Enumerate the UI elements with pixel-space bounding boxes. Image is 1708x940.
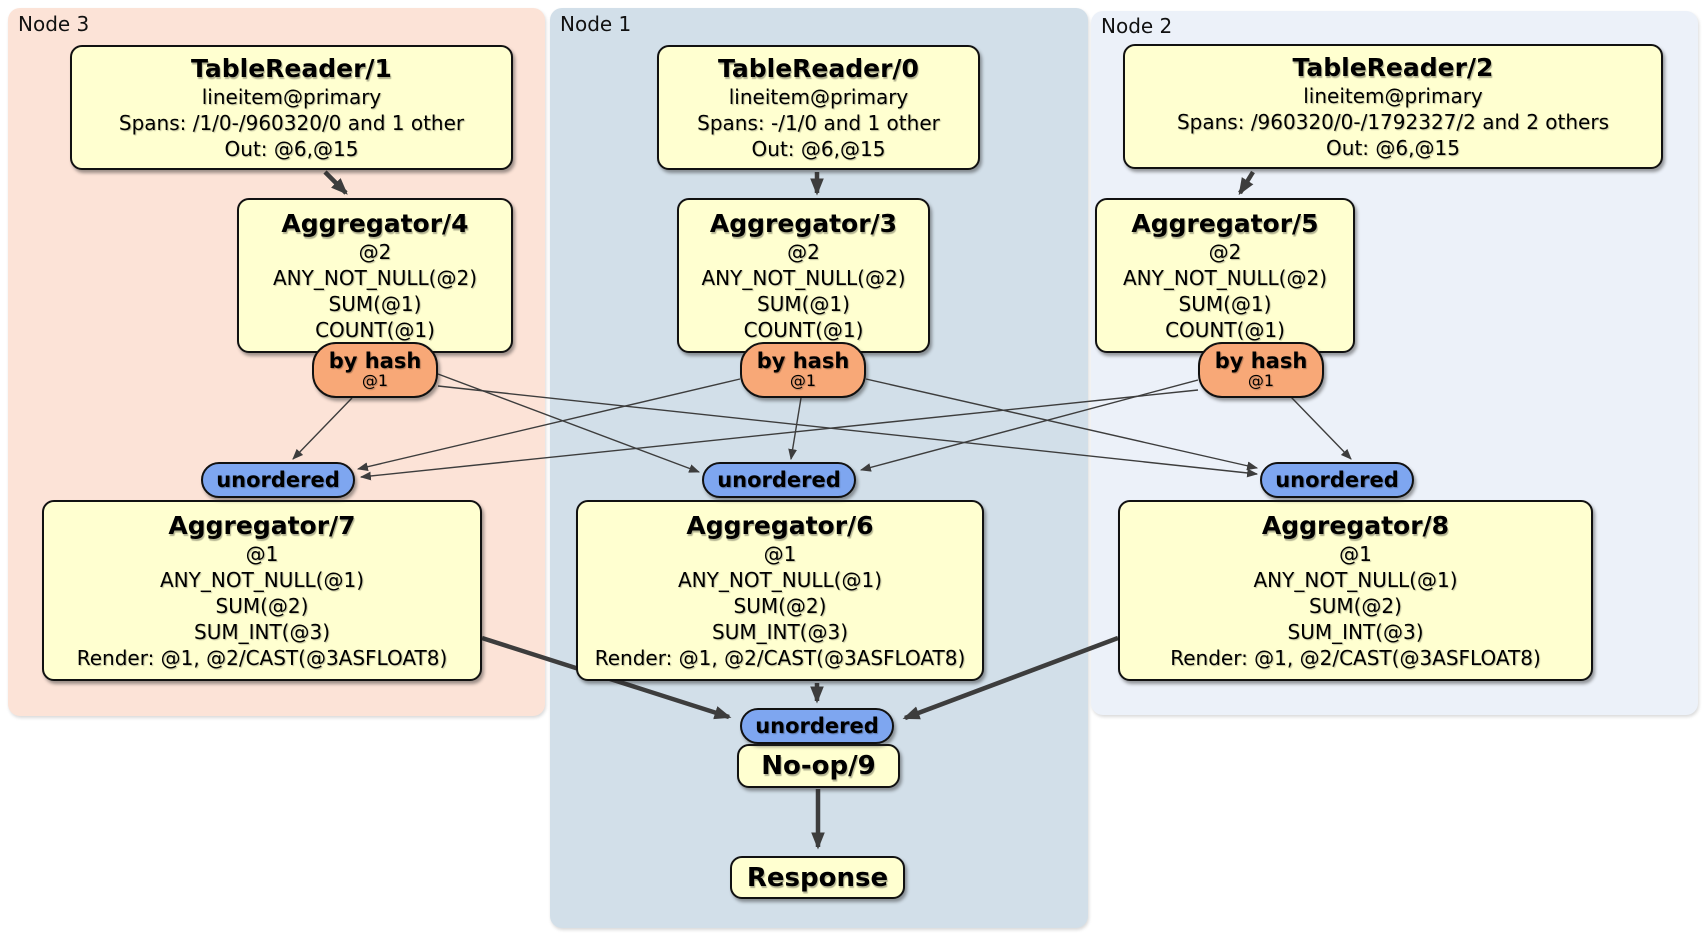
edge-hash3-unordered7 bbox=[356, 378, 741, 472]
processor-detail: SUM_INT(@3) bbox=[194, 619, 330, 644]
router-detail: @1 bbox=[789, 371, 817, 390]
edge-tablereader2-aggregator5 bbox=[1238, 170, 1255, 196]
processor-detail: ANY_NOT_NULL(@2) bbox=[1123, 265, 1327, 290]
edge-hash3-unordered6 bbox=[788, 397, 802, 461]
processor-detail: @1 bbox=[245, 541, 279, 566]
region-label-node-1: Node 1 bbox=[560, 12, 632, 36]
processor-title: Aggregator/3 bbox=[709, 208, 898, 238]
router-by-hash-3: by hash @1 bbox=[740, 342, 866, 398]
sync-label: unordered bbox=[216, 468, 340, 492]
sync-label: unordered bbox=[717, 468, 841, 492]
processor-detail: lineitem@primary bbox=[1303, 83, 1483, 108]
sync-unordered-8: unordered bbox=[1260, 462, 1414, 498]
sync-unordered-6: unordered bbox=[702, 462, 856, 498]
processor-title: Aggregator/7 bbox=[168, 510, 356, 540]
processor-detail: ANY_NOT_NULL(@1) bbox=[678, 567, 882, 592]
processor-detail: lineitem@primary bbox=[728, 84, 909, 109]
processor-detail: Render: @1, @2/CAST(@3ASFLOAT8) bbox=[76, 645, 448, 670]
processor-detail: SUM(@1) bbox=[1178, 291, 1272, 316]
processor-detail: Render: @1, @2/CAST(@3ASFLOAT8) bbox=[594, 645, 966, 670]
processor-title: Aggregator/8 bbox=[1261, 510, 1450, 540]
processor-detail: ANY_NOT_NULL(@1) bbox=[1253, 567, 1458, 592]
processor-detail: Spans: -/1/0 and 1 other bbox=[697, 110, 940, 135]
router-by-hash-4: by hash @1 bbox=[312, 342, 438, 398]
processor-detail: @2 bbox=[358, 239, 392, 264]
processor-detail: @1 bbox=[1339, 541, 1372, 566]
processor-title: Aggregator/4 bbox=[281, 208, 469, 238]
processor-title: Aggregator/5 bbox=[1131, 208, 1319, 238]
processor-detail: Spans: /1/0-/960320/0 and 1 other bbox=[118, 110, 465, 135]
processor-title: TableReader/1 bbox=[191, 53, 392, 83]
processor-title: Aggregator/6 bbox=[686, 510, 874, 540]
processor-title: No-op/9 bbox=[761, 751, 876, 781]
processor-aggregator-7: Aggregator/7 @1 ANY_NOT_NULL(@1) SUM(@2)… bbox=[42, 500, 482, 681]
edge-hash4-unordered7 bbox=[292, 397, 353, 460]
edge-hash3-unordered8 bbox=[865, 378, 1259, 471]
router-by-hash-5: by hash @1 bbox=[1198, 342, 1324, 398]
processor-tablereader-1: TableReader/1 lineitem@primary Spans: /1… bbox=[70, 45, 513, 170]
processor-detail: SUM(@2) bbox=[1309, 593, 1402, 618]
processor-tablereader-2: TableReader/2 lineitem@primary Spans: /9… bbox=[1123, 44, 1663, 169]
processor-detail: ANY_NOT_NULL(@2) bbox=[701, 265, 906, 290]
processor-detail: Out: @6,@15 bbox=[1326, 135, 1460, 160]
edge-hash5-unordered6 bbox=[859, 379, 1199, 472]
processor-detail: COUNT(@1) bbox=[743, 317, 864, 342]
sync-label: unordered bbox=[755, 714, 879, 738]
edge-aggregator8-final-unordered bbox=[902, 635, 1119, 721]
router-label: by hash bbox=[756, 349, 850, 373]
processor-title: TableReader/0 bbox=[718, 53, 919, 83]
router-detail: @1 bbox=[361, 371, 389, 390]
processor-detail: SUM_INT(@3) bbox=[712, 619, 848, 644]
processor-detail: ANY_NOT_NULL(@1) bbox=[160, 567, 364, 592]
processor-detail: Out: @6,@15 bbox=[751, 136, 886, 161]
processor-detail: lineitem@primary bbox=[201, 84, 382, 109]
processor-detail: COUNT(@1) bbox=[315, 317, 435, 342]
processor-detail: SUM(@1) bbox=[328, 291, 422, 316]
processor-detail: Spans: /960320/0-/1792327/2 and 2 others bbox=[1176, 109, 1609, 134]
router-label: by hash bbox=[328, 349, 422, 373]
edge-hash5-unordered8 bbox=[1290, 396, 1352, 460]
processor-detail: SUM(@2) bbox=[215, 593, 309, 618]
processor-detail: Out: @6,@15 bbox=[224, 136, 359, 161]
processor-detail: COUNT(@1) bbox=[1165, 317, 1285, 342]
processor-detail: SUM_INT(@3) bbox=[1287, 619, 1424, 644]
processor-tablereader-0: TableReader/0 lineitem@primary Spans: -/… bbox=[657, 45, 980, 170]
processor-aggregator-6: Aggregator/6 @1 ANY_NOT_NULL(@1) SUM(@2)… bbox=[576, 500, 984, 681]
region-label-node-3: Node 3 bbox=[18, 12, 90, 36]
router-label: by hash bbox=[1214, 349, 1308, 373]
processor-aggregator-8: Aggregator/8 @1 ANY_NOT_NULL(@1) SUM(@2)… bbox=[1118, 500, 1593, 681]
sync-label: unordered bbox=[1275, 468, 1399, 492]
processor-detail: @2 bbox=[1208, 239, 1242, 264]
region-label-node-2: Node 2 bbox=[1101, 14, 1173, 38]
processor-detail: SUM(@2) bbox=[733, 593, 827, 618]
processor-detail: @1 bbox=[763, 541, 797, 566]
sync-unordered-7: unordered bbox=[201, 462, 355, 498]
processor-detail: ANY_NOT_NULL(@2) bbox=[273, 265, 477, 290]
processor-aggregator-3: Aggregator/3 @2 ANY_NOT_NULL(@2) SUM(@1)… bbox=[677, 198, 930, 353]
processor-noop-9: No-op/9 bbox=[737, 744, 900, 788]
processor-detail: SUM(@1) bbox=[757, 291, 850, 316]
processor-detail: @2 bbox=[787, 239, 820, 264]
processor-detail: Render: @1, @2/CAST(@3ASFLOAT8) bbox=[1170, 645, 1541, 670]
edge-tablereader1-aggregator4 bbox=[323, 170, 348, 195]
processor-title: TableReader/2 bbox=[1292, 52, 1494, 82]
processor-response: Response bbox=[730, 856, 905, 899]
sync-unordered-final: unordered bbox=[740, 708, 894, 744]
processor-aggregator-5: Aggregator/5 @2 ANY_NOT_NULL(@2) SUM(@1)… bbox=[1095, 198, 1355, 353]
edge-hash5-unordered7 bbox=[359, 389, 1199, 481]
edge-hash4-unordered8 bbox=[437, 385, 1259, 478]
router-detail: @1 bbox=[1247, 371, 1275, 390]
processor-aggregator-4: Aggregator/4 @2 ANY_NOT_NULL(@2) SUM(@1)… bbox=[237, 198, 513, 353]
edge-hash4-unordered6 bbox=[437, 373, 701, 473]
processor-title: Response bbox=[746, 862, 889, 893]
